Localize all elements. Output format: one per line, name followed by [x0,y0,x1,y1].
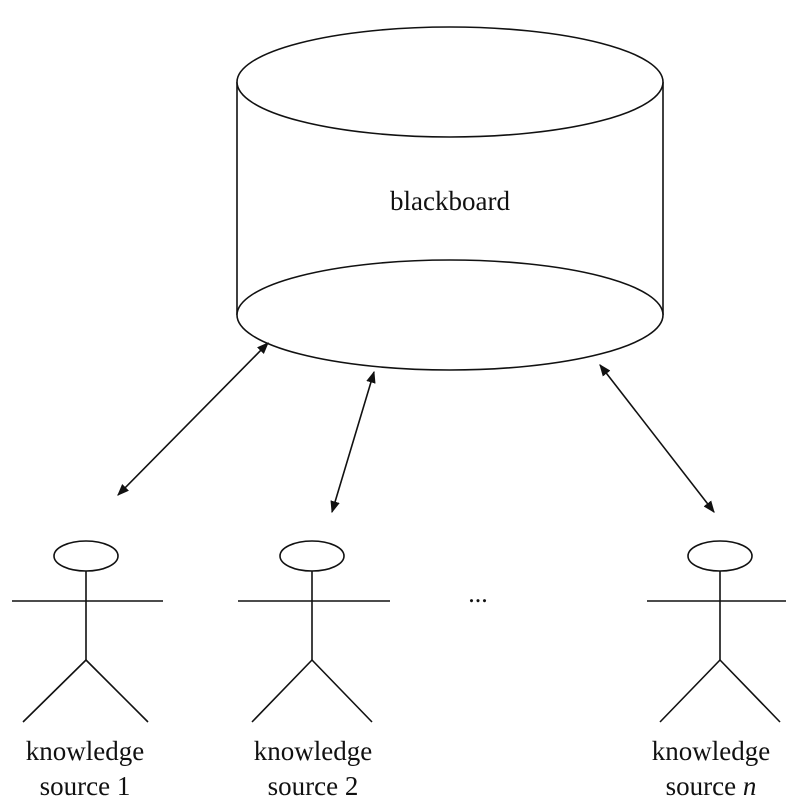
stick-figure-n [647,540,786,723]
arrow-source-2 [330,370,376,514]
source-1-label-line1: knowledge [26,736,144,766]
source-labels: knowledge source 1 knowledge source 2 kn… [26,736,770,801]
source-n-label-line1: knowledge [652,736,770,766]
figure-n-left-leg [659,659,721,723]
figure-n-head [687,540,753,572]
source-1-label-line2: source 1 [40,771,131,801]
figure-2-right-leg [311,659,373,723]
source-2-label-line1: knowledge [254,736,372,766]
arrow-source-1 [117,342,269,496]
figure-2-left-leg [251,659,313,723]
blackboard-cylinder: blackboard [236,26,664,371]
figure-1-head [53,540,119,572]
source-n-label-prefix: source [666,771,743,801]
stick-figure-2 [238,540,390,723]
source-n-label-line2: source n [666,771,757,801]
source-n-number: n [743,771,757,801]
figure-2-head [279,540,345,572]
blackboard-label: blackboard [390,186,510,216]
source-2-label-line2: source 2 [268,771,359,801]
arrows [117,342,715,514]
stick-figure-1 [12,540,163,723]
cylinder-bottom-ellipse [236,259,664,371]
figure-1-right-leg [85,659,149,723]
ellipsis: ... [468,579,488,608]
arrow-source-n [599,364,715,513]
figure-1-left-leg [22,659,87,723]
figure-n-right-leg [719,659,781,723]
cylinder-top-ellipse [236,26,664,138]
